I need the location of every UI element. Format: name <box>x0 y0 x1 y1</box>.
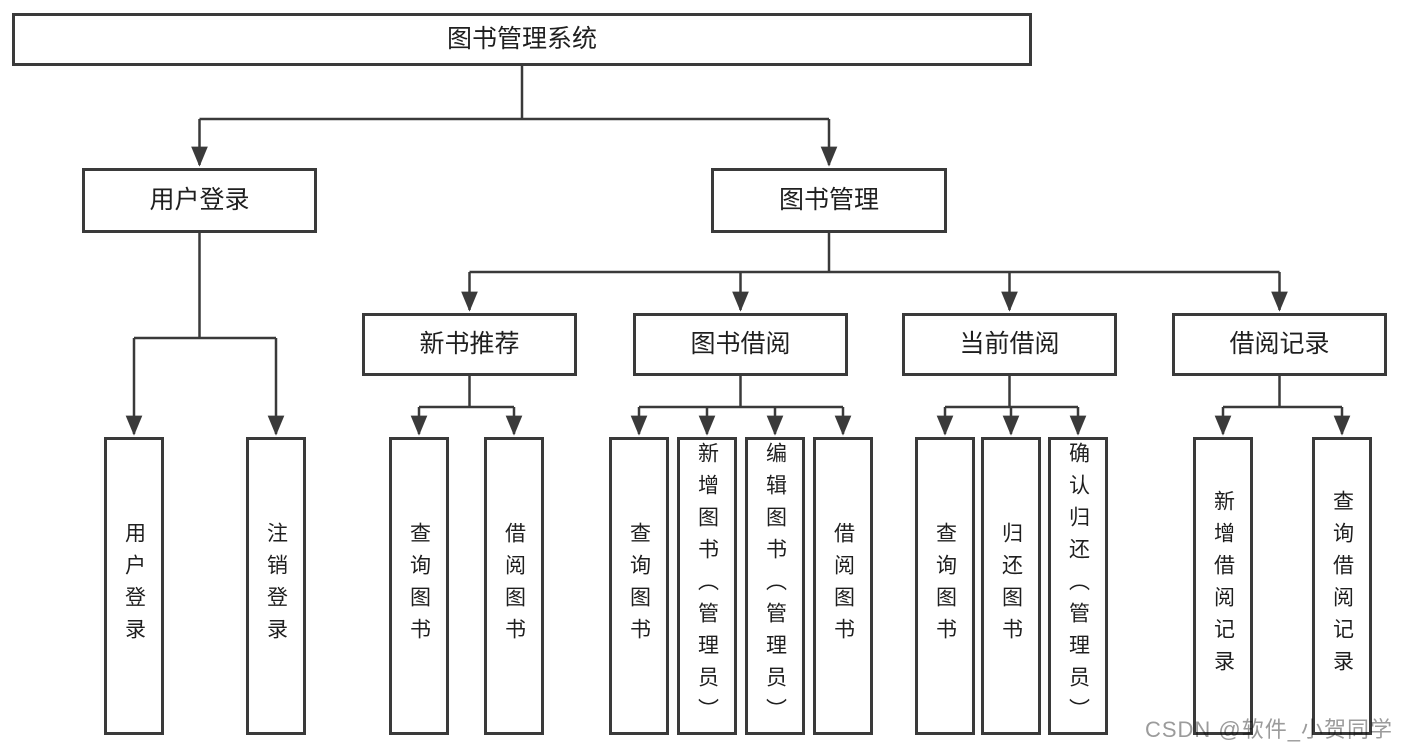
node-leaf-add-borrow-record: 新增借阅记录 <box>1193 437 1253 735</box>
csdn-watermark: CSDN @软件_小贺同学 <box>1144 717 1393 742</box>
node-leaf-add-book-admin: 新增图书（管理员） <box>677 437 737 735</box>
node-new-book-recommend: 新书推荐 <box>362 313 577 376</box>
node-leaf-logout: 注销登录 <box>246 437 306 735</box>
node-library-management-system: 图书管理系统 <box>12 13 1032 66</box>
node-leaf-edit-book-admin: 编辑图书（管理员） <box>745 437 805 735</box>
node-leaf-borrow-books: 借阅图书 <box>813 437 873 735</box>
node-borrow-records: 借阅记录 <box>1172 313 1387 376</box>
node-leaf-query-books-current: 查询图书 <box>915 437 975 735</box>
node-leaf-borrow-books-recommend: 借阅图书 <box>484 437 544 735</box>
node-user-login: 用户登录 <box>82 168 317 233</box>
node-leaf-query-books-borrow: 查询图书 <box>609 437 669 735</box>
node-book-management: 图书管理 <box>711 168 947 233</box>
node-leaf-query-borrow-record: 查询借阅记录 <box>1312 437 1372 735</box>
node-leaf-return-book: 归还图书 <box>981 437 1041 735</box>
node-leaf-query-books-recommend: 查询图书 <box>389 437 449 735</box>
node-leaf-user-login: 用户登录 <box>104 437 164 735</box>
node-current-borrow: 当前借阅 <box>902 313 1117 376</box>
node-book-borrow: 图书借阅 <box>633 313 848 376</box>
node-leaf-confirm-return-admin: 确认归还（管理员） <box>1048 437 1108 735</box>
